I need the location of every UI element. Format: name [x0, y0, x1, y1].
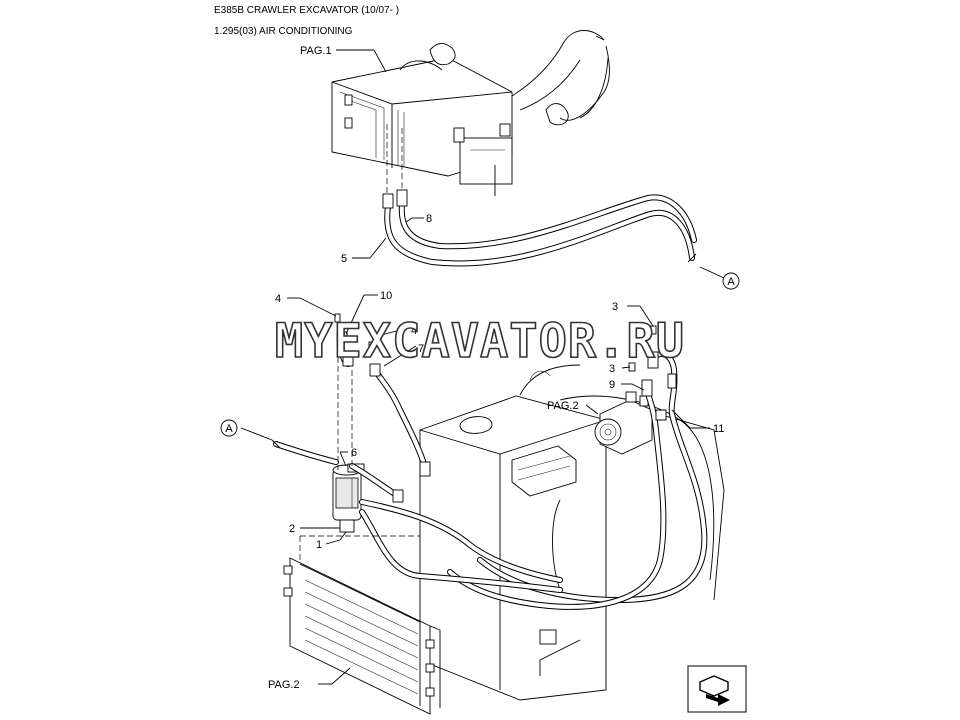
engine-frame	[419, 364, 725, 701]
callout-3b: 3	[609, 363, 615, 375]
refrigerant-hoses-5-8	[382, 189, 697, 267]
callout-9: 9	[609, 379, 615, 391]
connector-a-right-circle	[722, 272, 740, 290]
hoses-9-11	[447, 325, 708, 610]
callout-11: 11	[713, 423, 724, 435]
liquid-lines	[271, 313, 563, 593]
section-title: 1.295(03) AIR CONDITIONING	[214, 26, 353, 37]
callout-10: 10	[380, 290, 392, 302]
callout-1: 1	[316, 539, 322, 551]
page-ref-pag2-compressor: PAG.2	[547, 400, 579, 412]
connector-a-left: A	[225, 423, 233, 435]
watermark: MYEXCAVATOR.RU	[275, 314, 685, 369]
receiver-drier	[332, 463, 365, 533]
callout-5: 5	[341, 253, 347, 265]
page-ref-pag2-condenser: PAG.2	[268, 679, 300, 691]
ac-unit-assembly	[331, 30, 610, 196]
leader-lines	[240, 49, 725, 685]
page-ref-pag1: PAG.1	[300, 45, 332, 57]
callout-7: 7	[418, 343, 424, 355]
callout-2: 2	[289, 523, 295, 535]
document-title: E385B CRAWLER EXCAVATOR (10/07- )	[214, 5, 400, 16]
callout-3a: 3	[612, 301, 618, 313]
connector-a-right: A	[727, 276, 735, 288]
callout-8: 8	[426, 213, 432, 225]
connector-a-left-circle	[220, 419, 238, 437]
callout-4b: 4	[411, 325, 417, 337]
callout-4a: 4	[275, 293, 281, 305]
next-page-arrow-icon[interactable]	[687, 665, 747, 713]
condenser	[283, 557, 441, 715]
callout-6: 6	[351, 447, 357, 459]
compressor	[594, 391, 653, 455]
